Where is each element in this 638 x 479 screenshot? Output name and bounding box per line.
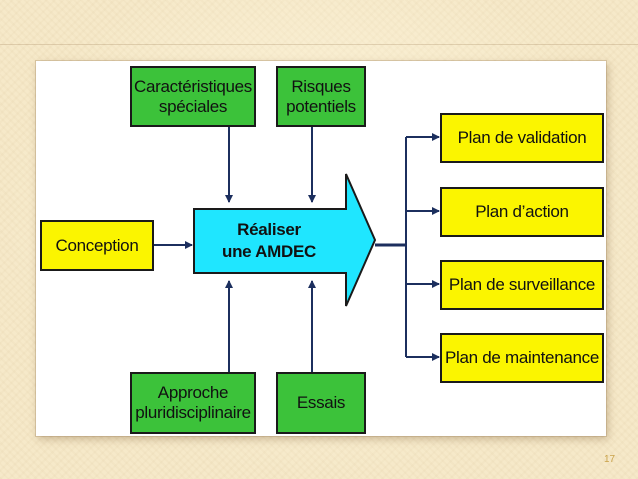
input-label-line1: Risques: [291, 76, 351, 96]
center-label-line1: Réaliser: [237, 220, 301, 239]
center-label-line2: une AMDEC: [222, 242, 316, 261]
slide-page-number: 17: [604, 454, 616, 465]
center-label: Réaliser une AMDEC: [194, 211, 344, 271]
input-label-line1: Caractéristiques: [133, 76, 253, 96]
output-label: Plan de surveillance: [448, 275, 596, 294]
output-plan-surveillance: Plan de surveillance: [440, 260, 604, 310]
output-label: Plan de maintenance: [444, 348, 600, 367]
input-label: Conception: [55, 235, 139, 255]
slide-decor-line: [0, 44, 638, 45]
output-plan-validation: Plan de validation: [440, 113, 604, 163]
output-plan-maintenance: Plan de maintenance: [440, 333, 604, 383]
output-plan-action: Plan d’action: [440, 187, 604, 237]
connectors: [154, 127, 440, 372]
input-essais: Essais: [276, 372, 366, 434]
input-label-line2: spéciales: [158, 96, 228, 116]
input-conception: Conception: [40, 220, 154, 271]
input-approche-pluridisciplinaire: Approche pluridisciplinaire: [130, 372, 256, 434]
output-label: Plan de validation: [457, 128, 587, 147]
input-label-line2: pluridisciplinaire: [135, 403, 251, 422]
input-label-line2: potentiels: [286, 96, 356, 116]
diagram-panel: Caractéristiques spéciales Risques poten…: [36, 61, 606, 436]
input-risques-potentiels: Risques potentiels: [276, 66, 366, 127]
output-label: Plan d’action: [475, 202, 569, 221]
input-label-line1: Approche: [157, 383, 229, 402]
input-caracteristiques-speciales: Caractéristiques spéciales: [130, 66, 256, 127]
center-arrow-shape: [193, 173, 377, 307]
input-label: Essais: [296, 393, 346, 412]
